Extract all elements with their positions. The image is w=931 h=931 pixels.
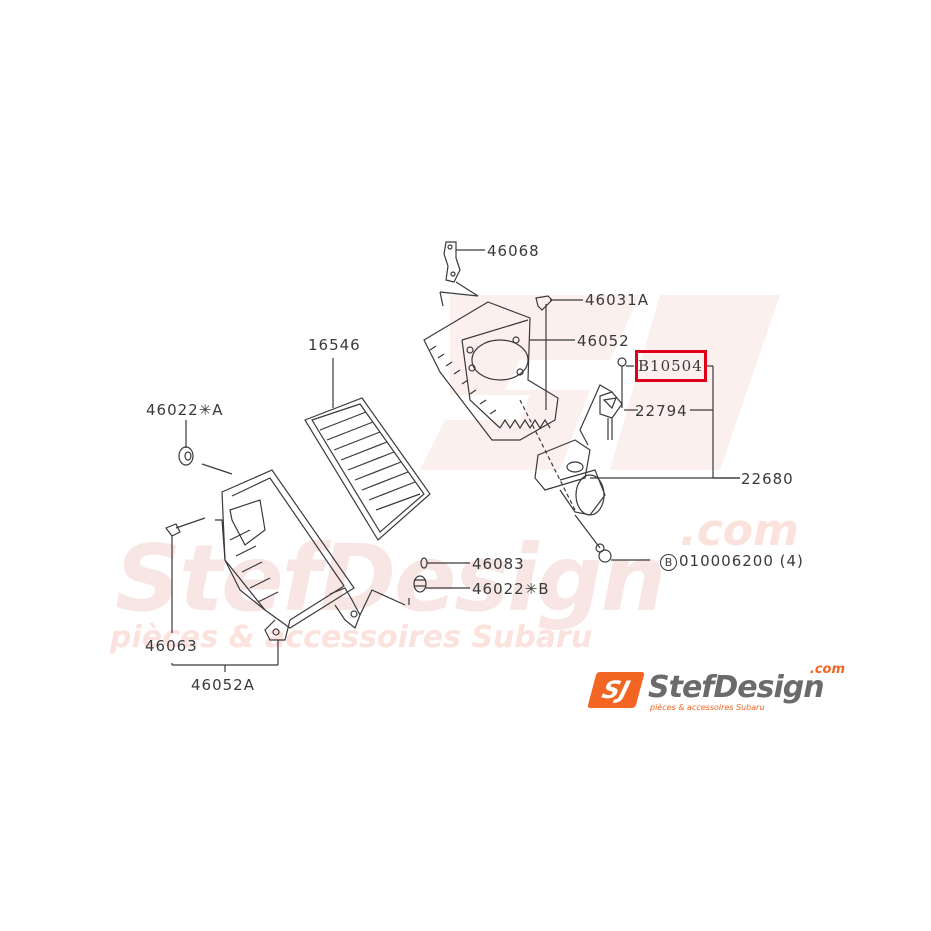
screw-b10504-icon — [617, 357, 634, 408]
grommet-46022a-icon — [178, 420, 233, 475]
part-label-22794[interactable]: 22794 — [635, 402, 688, 420]
part-label-46022a[interactable]: 46022✳A — [146, 401, 224, 419]
watermark-tagline: pièces & accessoires Subaru — [110, 620, 593, 655]
part-label-16546[interactable]: 16546 — [308, 336, 361, 354]
part-label-46052[interactable]: 46052 — [577, 332, 630, 350]
part-label-b10504[interactable]: B10504 — [638, 357, 703, 375]
watermark-domain: .com — [680, 505, 799, 556]
part-label-22680[interactable]: 22680 — [741, 470, 794, 488]
clip-46063-icon — [165, 517, 206, 633]
stefdesign-logo: SJ StefDesign .com pièces & accessoires … — [587, 662, 847, 714]
bolt-010006200-icon — [595, 543, 650, 563]
grommet-46022b-icon — [413, 575, 470, 593]
watermark-brand: StefDesign — [115, 525, 666, 632]
part-label-46022b[interactable]: 46022✳B — [472, 580, 550, 598]
part-label-46063[interactable]: 46063 — [145, 637, 198, 655]
bolt-part-number: 010006200 (4) — [679, 552, 804, 570]
part-label-46031a[interactable]: 46031A — [585, 291, 649, 309]
part-label-46083[interactable]: 46083 — [472, 555, 525, 573]
logo-brand-name: StefDesign — [648, 670, 825, 705]
sensor-22794-icon — [579, 384, 638, 446]
logo-domain: .com — [809, 662, 845, 677]
logo-tagline: pièces & accessoires Subaru — [650, 703, 765, 712]
circled-b-icon: B — [660, 554, 677, 571]
upper-housing-46052-icon — [423, 301, 575, 441]
part-label-46052a[interactable]: 46052A — [191, 676, 255, 694]
highlight-box-b10504 — [635, 350, 707, 382]
part-label-46068[interactable]: 46068 — [487, 242, 540, 260]
pin-46083-icon — [420, 557, 470, 569]
bracket-46068-icon — [443, 241, 485, 283]
lower-housing-46052a-icon — [215, 469, 410, 641]
air-filter-16546-icon — [304, 358, 431, 541]
logo-badge-icon: SJ — [587, 672, 645, 708]
maf-sensor-22680-icon — [519, 399, 740, 549]
